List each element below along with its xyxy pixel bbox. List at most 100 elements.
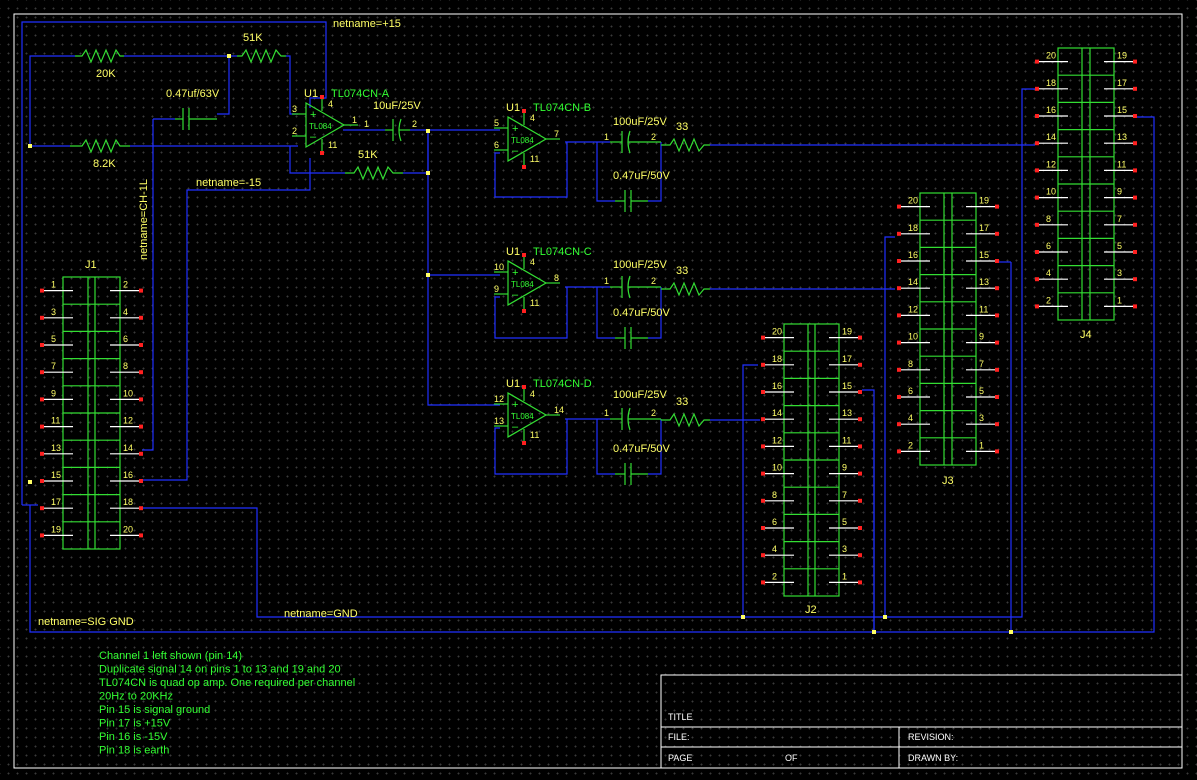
- resistor-51k-feedback: [345, 165, 403, 181]
- pin-number-right: 20: [123, 524, 133, 534]
- r33-c-label: 33: [676, 265, 688, 277]
- r51k-top-label: 51K: [243, 32, 263, 44]
- connector-label: J4: [1080, 329, 1092, 341]
- minus-sign: –: [310, 131, 317, 143]
- pin-out: 1: [352, 115, 357, 125]
- pin-number-right: 7: [979, 359, 984, 369]
- pin-number-left: 2: [908, 440, 913, 450]
- c10u-pin1: 1: [364, 119, 369, 129]
- pin-number-right: 11: [1117, 159, 1126, 169]
- pin-out: 14: [554, 405, 564, 415]
- of-label: OF: [785, 753, 798, 763]
- pin-number-left: 17: [51, 497, 61, 507]
- pin-number-left: 10: [1046, 187, 1056, 197]
- minus-sign: –: [512, 145, 519, 157]
- pin-number-right: 1: [979, 440, 984, 450]
- pin-number-right: 15: [842, 381, 852, 391]
- capacitor-047-b: [615, 190, 648, 212]
- pin-number-right: 5: [1117, 241, 1122, 251]
- pin-number-right: 3: [979, 413, 984, 423]
- pin-in-plus: 10: [494, 262, 504, 272]
- drawn-by-label: DRAWN BY:: [908, 753, 958, 763]
- pin-number-right: 5: [979, 386, 984, 396]
- pin-number-left: 2: [1046, 295, 1051, 305]
- opamp-part: TL074CN-A: [331, 88, 390, 100]
- pin-number-left: 2: [772, 571, 777, 581]
- c100u-c-pin2: 2: [651, 276, 656, 286]
- pin-in-plus: 3: [292, 104, 297, 114]
- pin-number-right: 13: [979, 277, 989, 287]
- pin-number-left: 18: [1046, 78, 1056, 88]
- notes-block: Channel 1 left shown (pin 14)Duplicate s…: [99, 650, 355, 757]
- pin-number-right: 19: [1117, 51, 1127, 61]
- pin-in-minus: 9: [494, 284, 499, 294]
- pin-number-right: 7: [1117, 214, 1122, 224]
- c10u-pin2: 2: [412, 119, 417, 129]
- c10u-label: 10uF/25V: [373, 100, 421, 112]
- pin-number-right: 7: [842, 490, 847, 500]
- pin-vminus: 11: [530, 298, 539, 308]
- pin-number-right: 13: [1117, 132, 1127, 142]
- pin-number-right: 18: [123, 497, 133, 507]
- capacitor-047-63v: [175, 108, 217, 130]
- note-line: Pin 18 is earth: [99, 745, 169, 757]
- pin-vplus: 4: [530, 257, 535, 267]
- pin-vminus: 11: [328, 140, 337, 150]
- c100u-d-label: 100uF/25V: [613, 389, 667, 401]
- resistor-51k-top: [237, 48, 286, 64]
- pin-number-right: 11: [979, 304, 988, 314]
- pin-number-right: 4: [123, 307, 128, 317]
- capacitor-047-d: [615, 463, 648, 485]
- pin-number-right: 1: [1117, 295, 1122, 305]
- c047-c-label: 0.47uF/50V: [613, 307, 671, 319]
- pin-number-left: 4: [908, 413, 913, 423]
- pin-number-left: 15: [51, 470, 61, 480]
- pin-number-left: 4: [1046, 268, 1051, 278]
- r51k-fb-label: 51K: [358, 149, 378, 161]
- note-line: Duplicate signal 14 on pins 1 to 13 and …: [99, 664, 341, 676]
- pin-number-left: 12: [908, 304, 918, 314]
- pin-number-left: 16: [772, 381, 782, 391]
- file-label: FILE:: [668, 732, 690, 742]
- pin-number-right: 15: [979, 250, 989, 260]
- pin-vminus: 11: [530, 154, 539, 164]
- pin-number-left: 6: [1046, 241, 1051, 251]
- pin-number-left: 12: [772, 435, 782, 445]
- r20k-label: 20K: [96, 68, 116, 80]
- r33-b-label: 33: [676, 121, 688, 133]
- minus-sign: –: [512, 289, 519, 301]
- pin-number-right: 9: [842, 463, 847, 473]
- c047-63-label: 0.47uf/63V: [166, 88, 220, 100]
- opamp-part: TL074CN-C: [533, 246, 592, 258]
- net-sig-gnd-label: netname=SIG GND: [38, 616, 134, 628]
- connector-label: J1: [85, 259, 97, 271]
- plus-sign: +: [512, 399, 518, 411]
- pin-number-left: 19: [51, 524, 61, 534]
- c100u-b-pin2: 2: [651, 132, 656, 142]
- plus-sign: +: [512, 267, 518, 279]
- pin-number-left: 16: [908, 250, 918, 260]
- pin-number-left: 6: [908, 386, 913, 396]
- pin-out: 7: [554, 129, 559, 139]
- note-line: Pin 15 is signal ground: [99, 704, 210, 716]
- net-ch1-label: netname=CH-1L: [138, 179, 150, 260]
- net-gnd-label: netname=GND: [284, 608, 358, 620]
- pin-number-right: 16: [123, 470, 133, 480]
- opamp-ref: U1: [506, 378, 520, 390]
- pin-number-left: 3: [51, 307, 56, 317]
- pin-in-minus: 13: [494, 416, 504, 426]
- pin-in-minus: 6: [494, 140, 499, 150]
- opamp-ref: U1: [304, 88, 318, 100]
- c100u-b-pin1: 1: [604, 132, 609, 142]
- pin-number-right: 9: [979, 332, 984, 342]
- pin-number-right: 17: [1117, 78, 1127, 88]
- capacitor-047-c: [615, 327, 648, 349]
- pin-out: 8: [554, 273, 559, 283]
- pin-number-right: 15: [1117, 105, 1127, 115]
- pin-number-right: 3: [842, 544, 847, 554]
